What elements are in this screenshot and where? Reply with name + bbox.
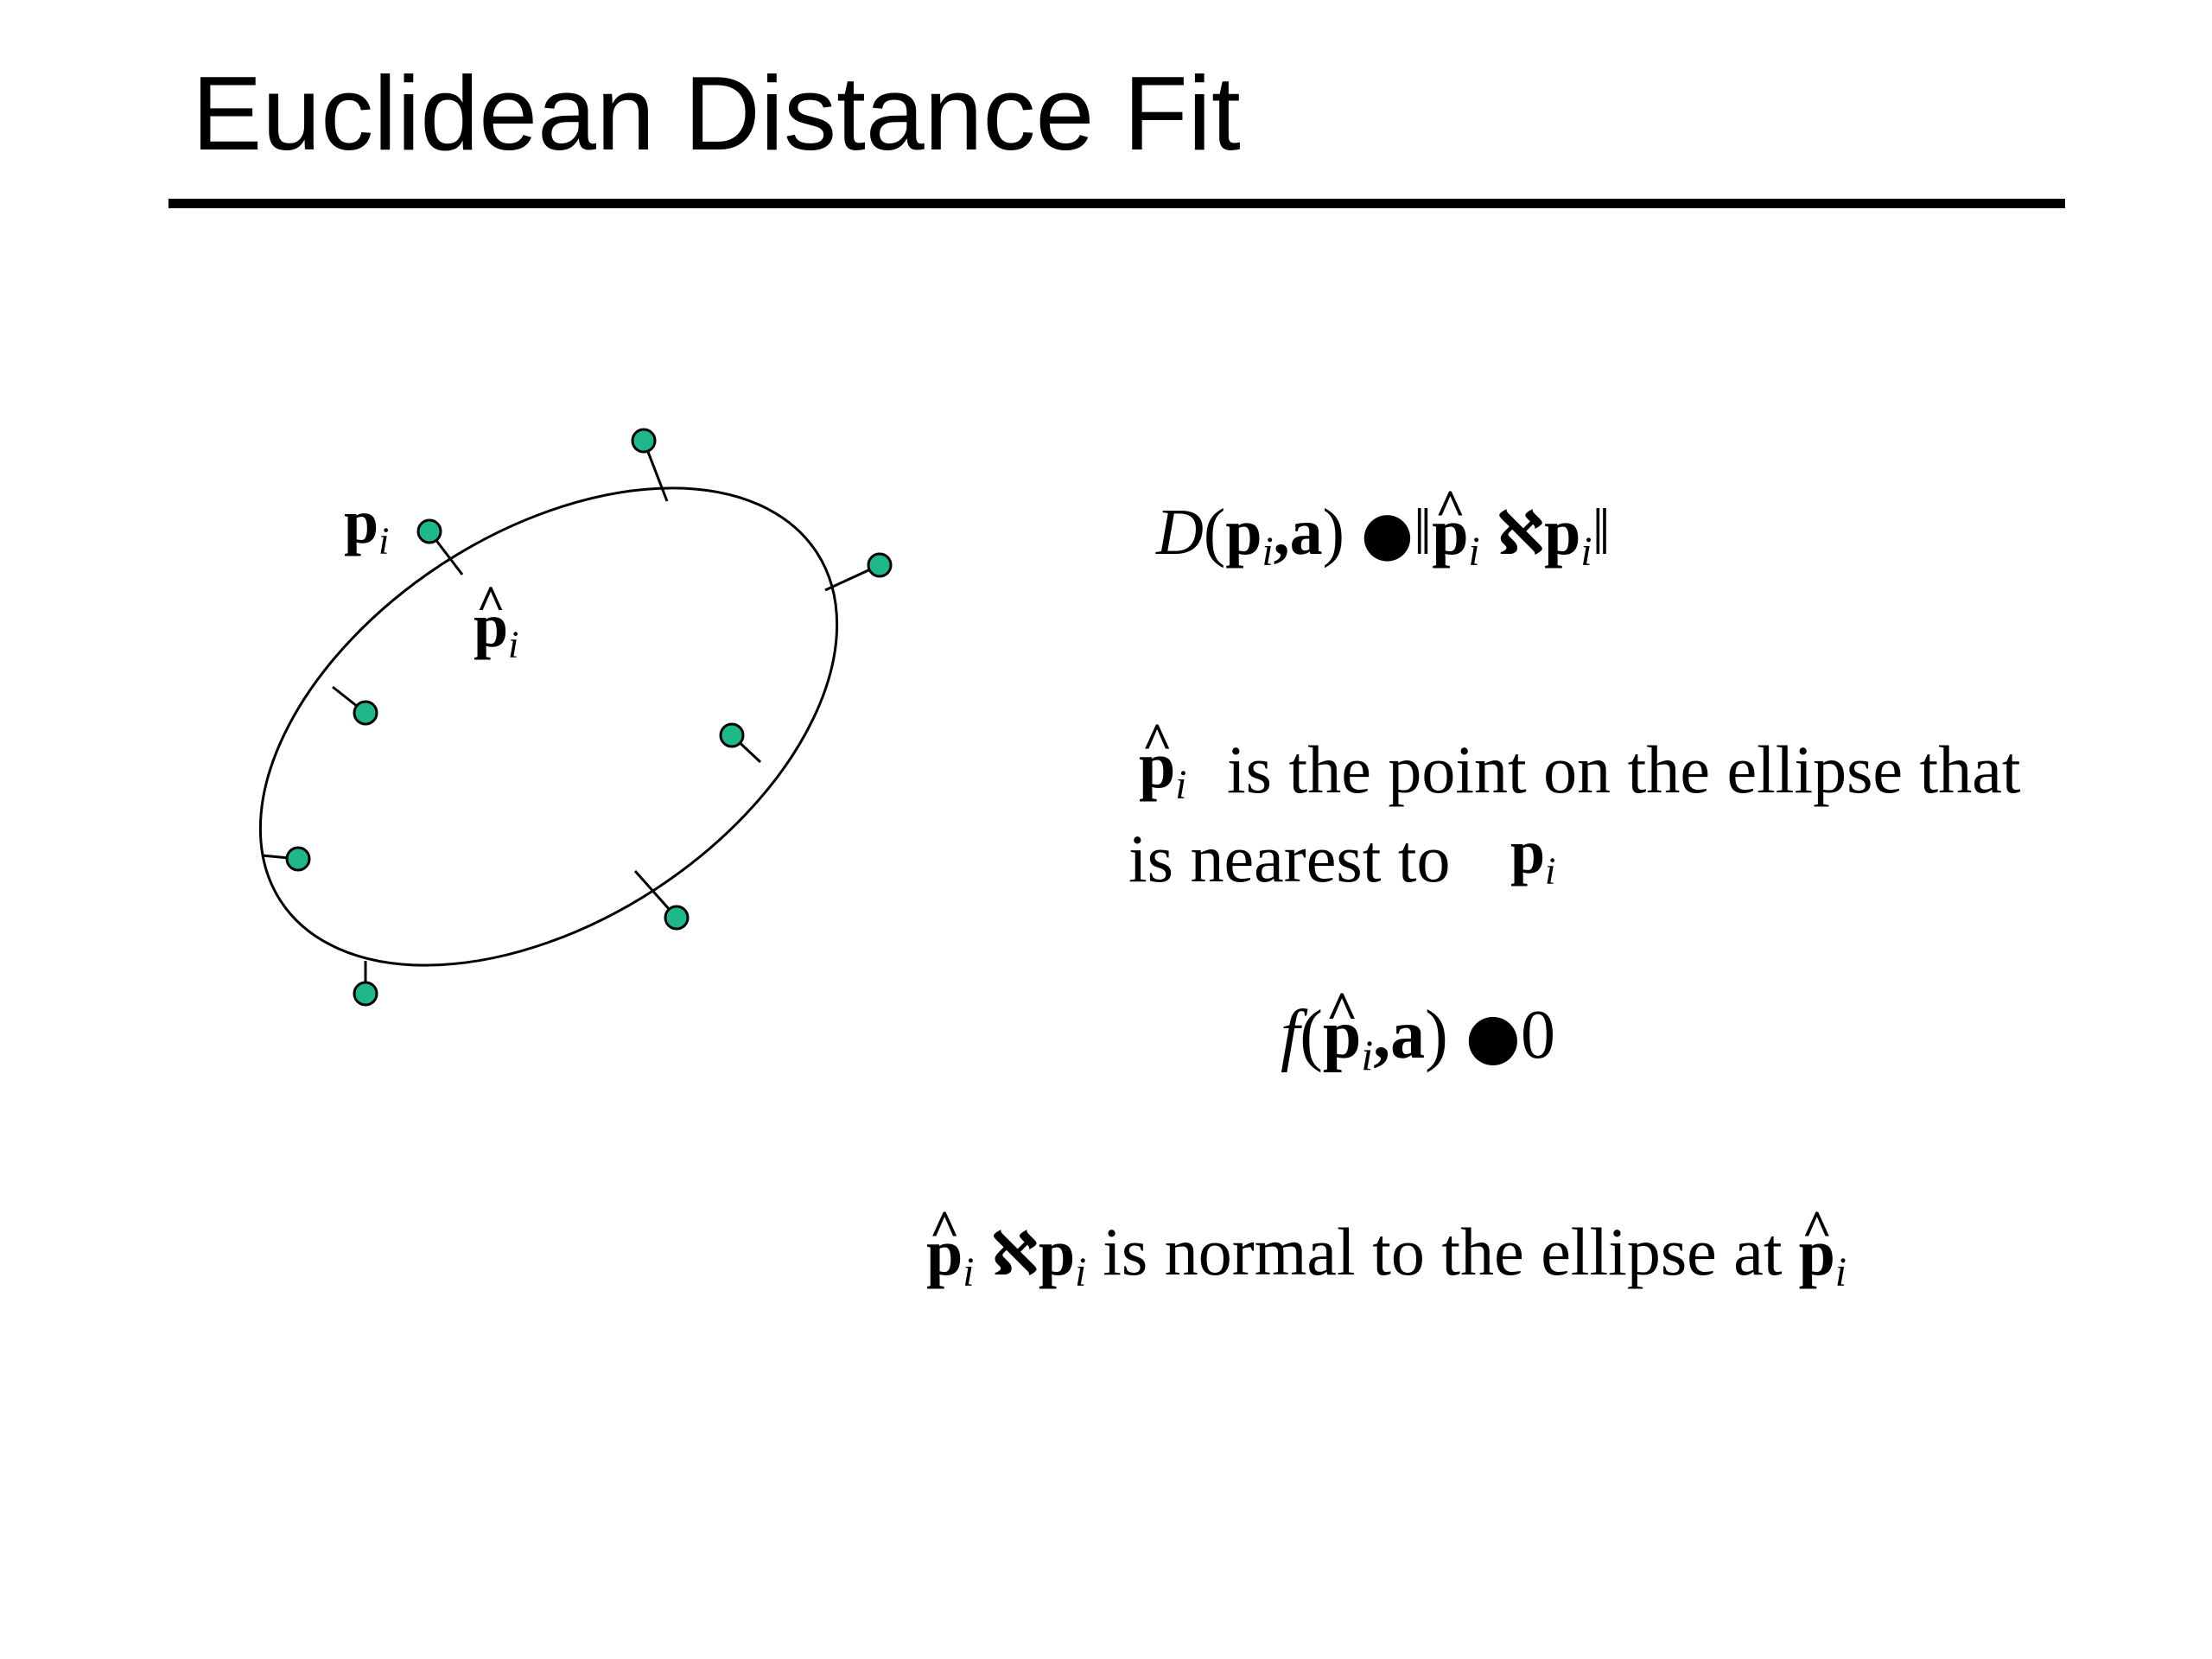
data-point — [353, 700, 378, 726]
constraint-equation: f(pi,a) ●0 — [1281, 1001, 1555, 1077]
diagram-label-p: pi — [344, 487, 390, 563]
nearest-statement-p: pi — [1510, 817, 1556, 893]
data-point — [719, 722, 745, 748]
data-point — [867, 552, 893, 578]
nearest-statement-line1: is the point on the ellipse that — [1227, 732, 2021, 807]
ellipse-curve — [258, 486, 839, 967]
data-point — [285, 846, 311, 872]
title-underline — [168, 199, 2065, 208]
nearest-statement-line2: is nearest to — [1128, 821, 1451, 896]
data-point — [353, 981, 378, 1007]
normal-statement: pi ℵpi is normal to the ellipse at pi — [926, 1218, 1847, 1294]
nearest-statement-symbol: pi — [1139, 733, 1186, 806]
diagram-label-phat: pi — [474, 594, 518, 664]
data-point — [631, 428, 657, 454]
slide-title: Euclidean Distance Fit — [192, 54, 1241, 172]
data-point — [416, 518, 442, 544]
data-point — [664, 905, 690, 931]
distance-equation: D(pi,a) ●‖pi ℵpi‖ — [1156, 499, 1611, 573]
